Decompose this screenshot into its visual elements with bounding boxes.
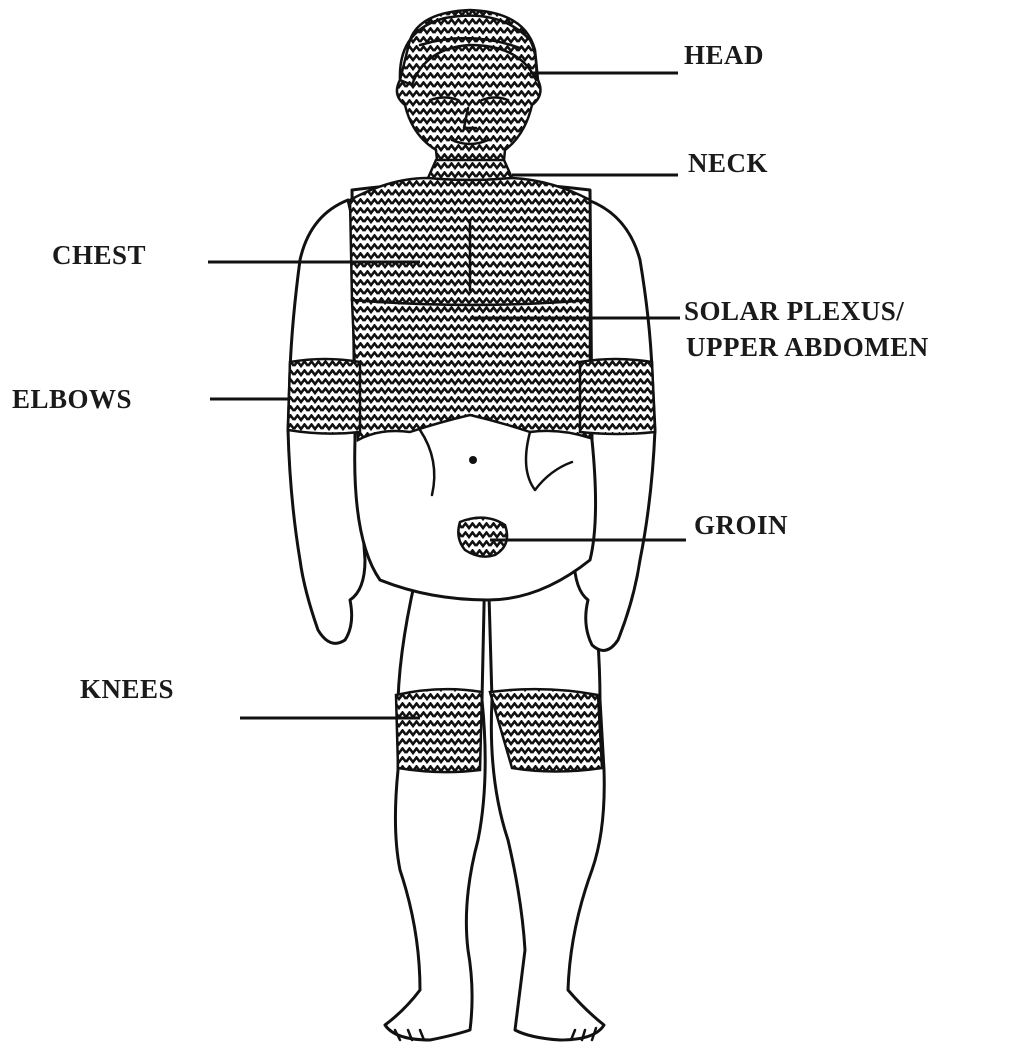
chest-label: CHEST [52,240,146,270]
human-figure [288,10,655,1040]
head-label: HEAD [684,40,764,70]
solar-plexus-label-line1: SOLAR PLEXUS/ [684,296,904,326]
groin-label: GROIN [694,510,788,540]
neck-region [428,160,512,180]
knees-label: KNEES [80,674,174,704]
left-elbow-region [288,359,360,434]
left-knee-region [396,689,482,772]
head-shape [397,10,540,170]
left-leg [385,560,485,1040]
groin-region [458,518,507,557]
elbows-label: ELBOWS [12,384,132,414]
solar-plexus-label-line2: UPPER ABDOMEN [686,332,929,362]
neck-label: NECK [688,148,768,178]
right-elbow-region [580,359,655,434]
